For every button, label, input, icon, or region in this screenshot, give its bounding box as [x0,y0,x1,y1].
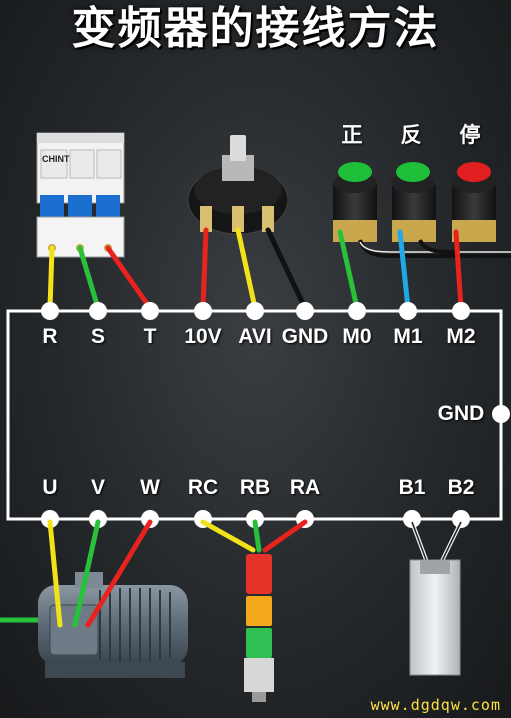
tower-wires [200,519,308,553]
terminal-rc: RC [187,476,219,499]
button-forward-cap [338,162,372,182]
terminal-s: S [90,325,105,348]
motor-wires [47,519,153,628]
terminal-w: W [140,476,160,499]
terminal-gnd: GND [281,325,329,348]
terminal-m1: M1 [393,325,423,348]
terminal-u: U [42,476,58,499]
button-reverse [391,162,436,242]
button-forward [333,162,377,242]
terminal-avi: AVI [238,325,272,348]
terminal-ra: RA [289,476,321,499]
button-reverse-label: 反 [400,123,422,147]
terminal-m0: M0 [342,325,372,348]
breaker-brand: CHINT [42,154,70,164]
side-terminal-dot [492,405,510,423]
motor [0,572,188,678]
button-reverse-cap [396,162,430,182]
terminal-r: R [42,325,58,348]
common-wire [358,239,511,258]
button-stop-label: 停 [459,123,481,147]
top-terminal-dots [41,302,470,320]
terminal-t: T [143,325,157,348]
terminal-b2: B2 [447,476,475,499]
terminal-rb: RB [239,476,271,499]
signal-tower [244,554,274,702]
top-wires [47,227,464,311]
braking-resistor [409,521,463,676]
page-title: 变频器的接线方法 [71,3,440,54]
terminal-m2: M2 [446,325,476,348]
footer-url: www.dgdqw.com [370,696,501,714]
terminal-b1: B1 [398,476,426,499]
button-forward-label: 正 [341,123,363,147]
potentiometer [187,135,289,235]
button-stop [452,162,496,242]
terminal-10v: 10V [184,325,222,348]
terminal-side-gnd: GND [437,402,485,425]
terminal-v: V [90,476,105,499]
circuit-breaker: CHINT [36,132,125,258]
button-stop-cap [457,162,491,182]
